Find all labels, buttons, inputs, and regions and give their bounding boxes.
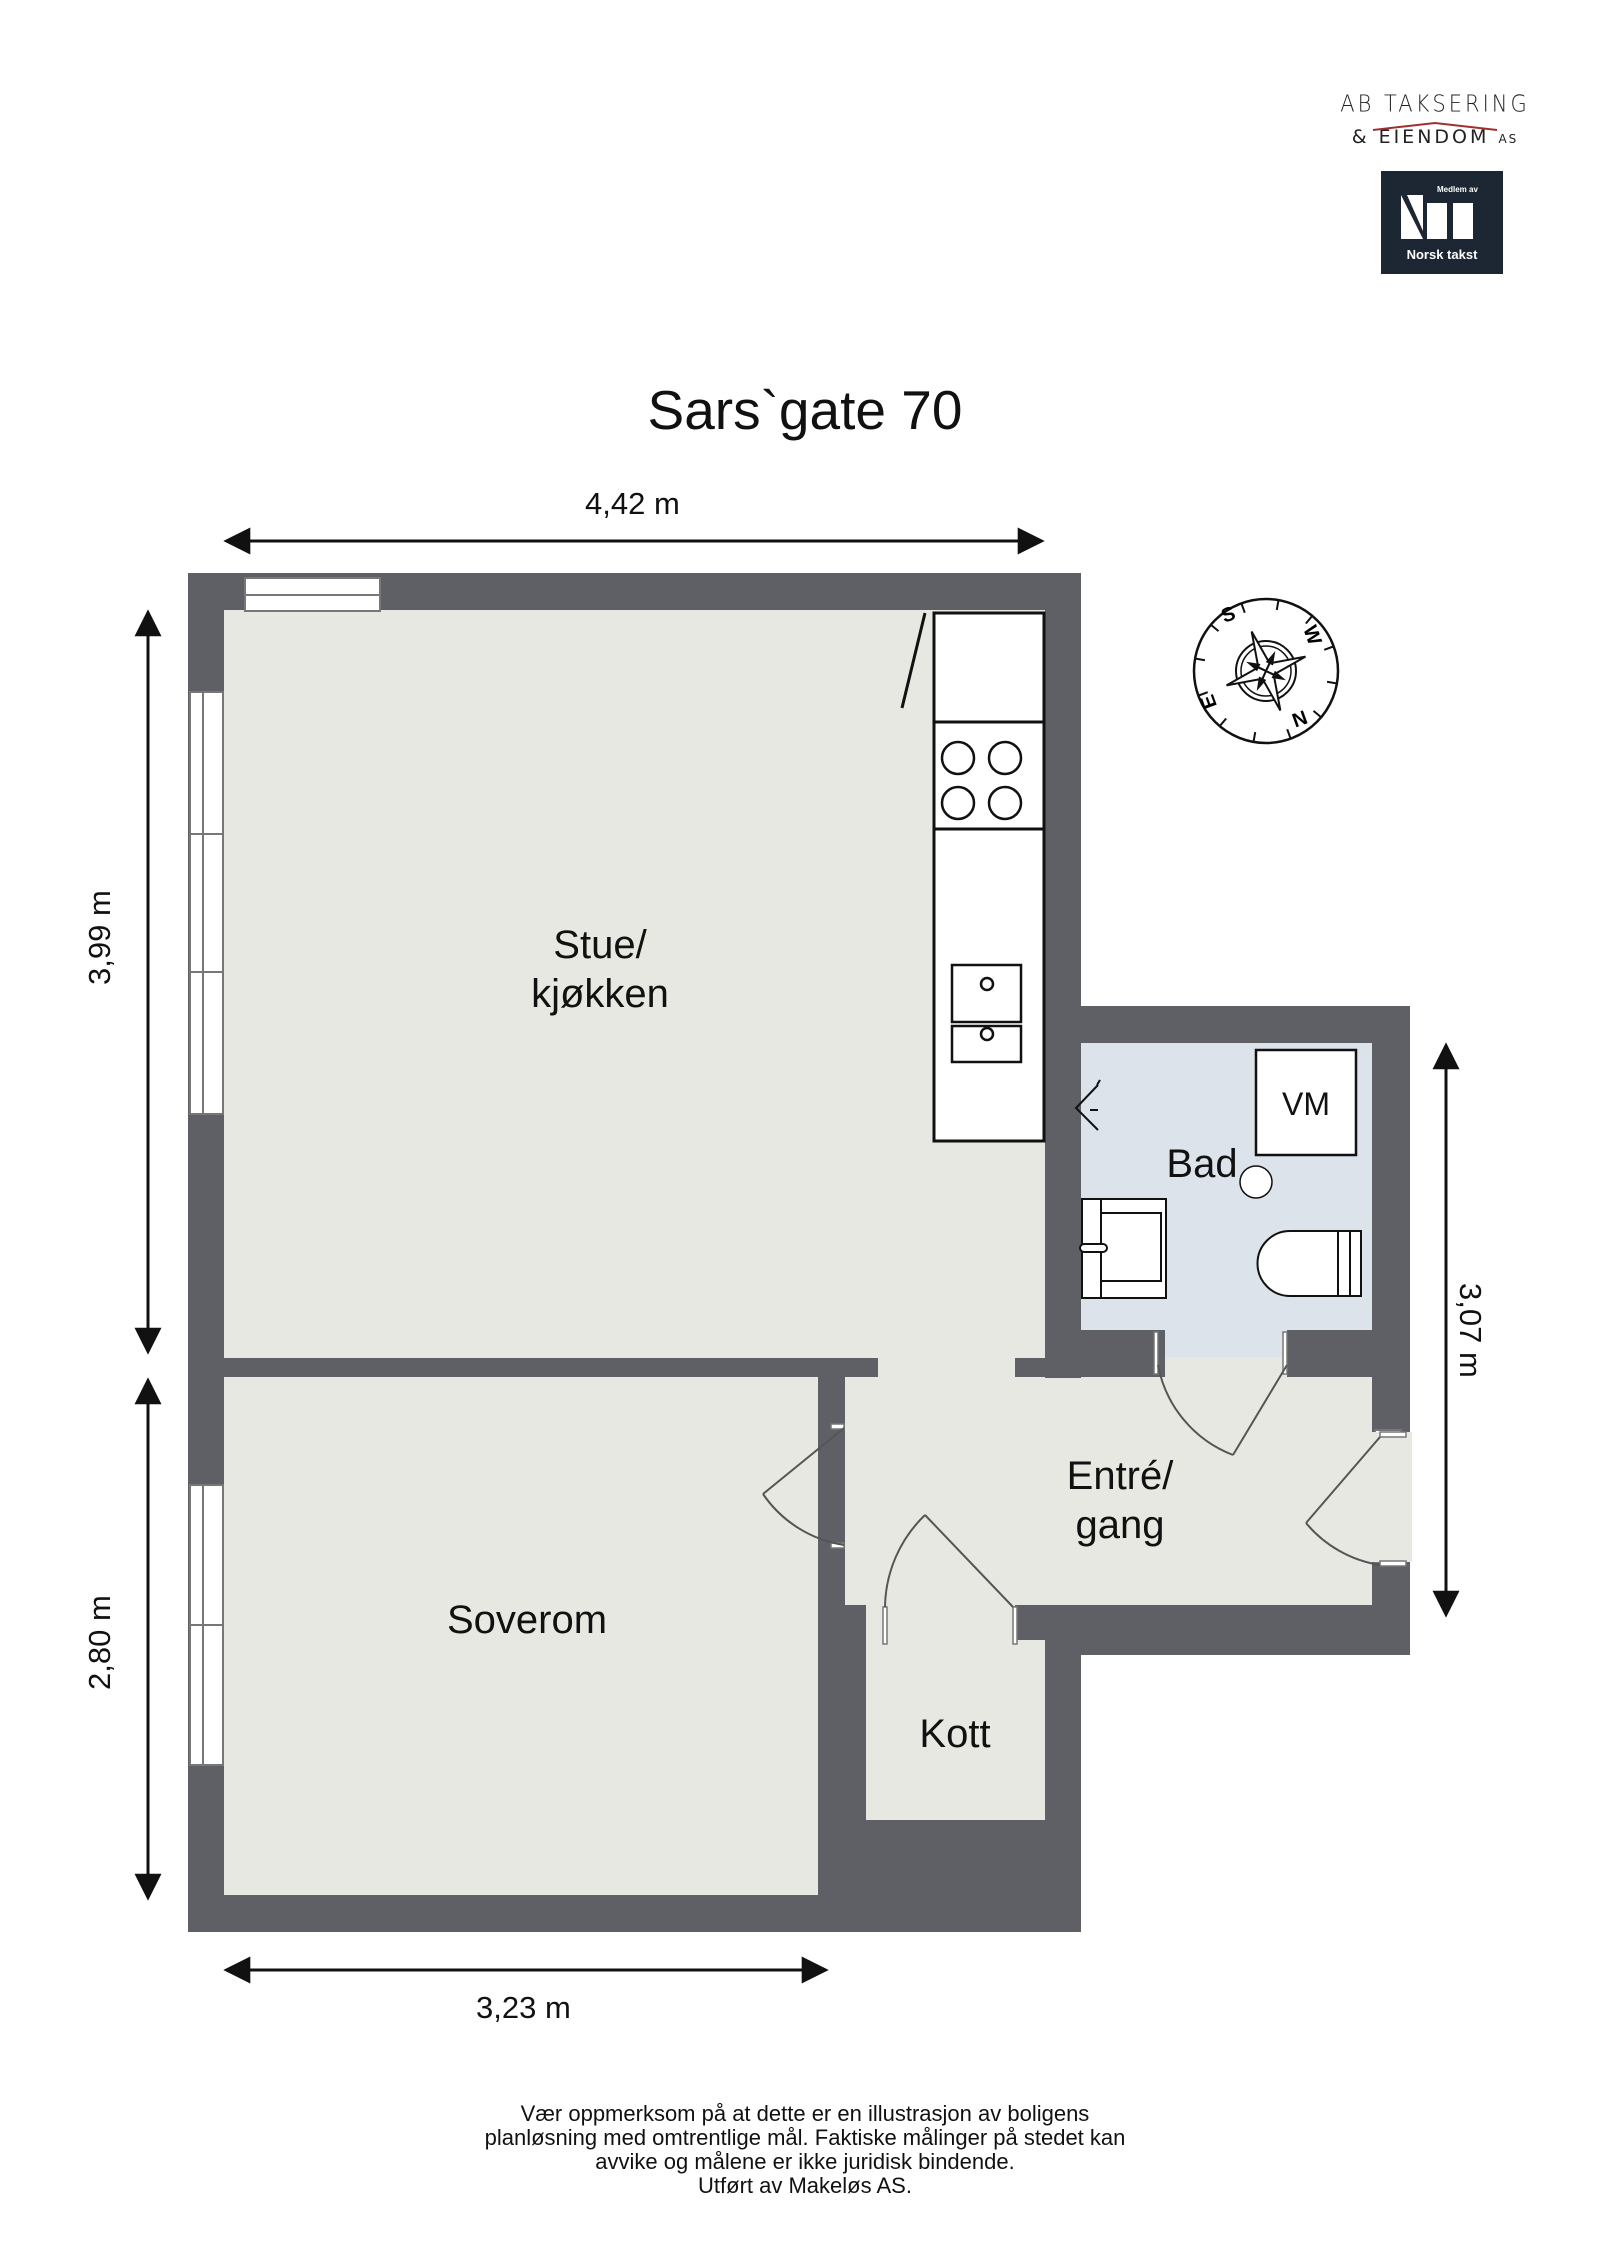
dimension-bottom-width: 3,23 m [476, 1990, 571, 2025]
company-logo: AB TAKSERING & EIENDOM AS [1340, 90, 1530, 148]
company-name-line2: & EIENDOM AS [1351, 126, 1519, 148]
room-bedroom: Soverom [446, 1598, 608, 1642]
badge-name: Norsk takst [1406, 247, 1478, 262]
room-hallway: Entré/ gang [1066, 1454, 1174, 1547]
company-name-line1: AB TAKSERING [1340, 90, 1530, 118]
room-bathroom: Bad [1166, 1142, 1238, 1186]
floors [224, 610, 1372, 1895]
badge-member-text: Medlem av [1437, 185, 1478, 194]
washing-machine-label: VM [1282, 1086, 1330, 1122]
bedroom-floor [224, 1377, 818, 1895]
norsk-takst-logo-icon [1401, 195, 1473, 239]
compass-icon [1192, 597, 1340, 745]
floor-drain-icon [1239, 1165, 1273, 1199]
dimension-lines [134, 527, 1460, 1984]
bathroom-sink-icon [1079, 1198, 1167, 1299]
disclaimer: Vær oppmerksom på at dette er en illustr… [484, 2101, 1126, 2198]
room-living-kitchen: Stue/ kjøkken [531, 923, 669, 1016]
dimension-right: 3,07 m [1453, 1283, 1488, 1378]
partition-walls [224, 1006, 1410, 1858]
closet-floor [866, 1640, 1045, 1820]
dimension-left-upper: 3,99 m [82, 890, 117, 985]
stove-icon [940, 740, 1023, 821]
windows [189, 577, 1402, 1766]
dimension-top-width: 4,42 m [585, 486, 680, 521]
living-kitchen-floor [224, 610, 1045, 1358]
sink-icon [950, 963, 1023, 1064]
dimension-left-lower: 2,80 m [82, 1595, 117, 1690]
room-closet: Kott [919, 1712, 991, 1756]
fridge-door-line [900, 612, 927, 709]
shower-head-icon [1074, 1079, 1101, 1131]
norsk-takst-badge: Medlem av Norsk takst [1381, 171, 1503, 274]
washing-machine [1254, 1048, 1358, 1157]
roof-line-icon [1371, 118, 1499, 131]
door-swings [762, 1364, 1381, 1608]
toilet-icon [1256, 1230, 1362, 1297]
page-title: Sars`gate 70 [647, 379, 963, 441]
